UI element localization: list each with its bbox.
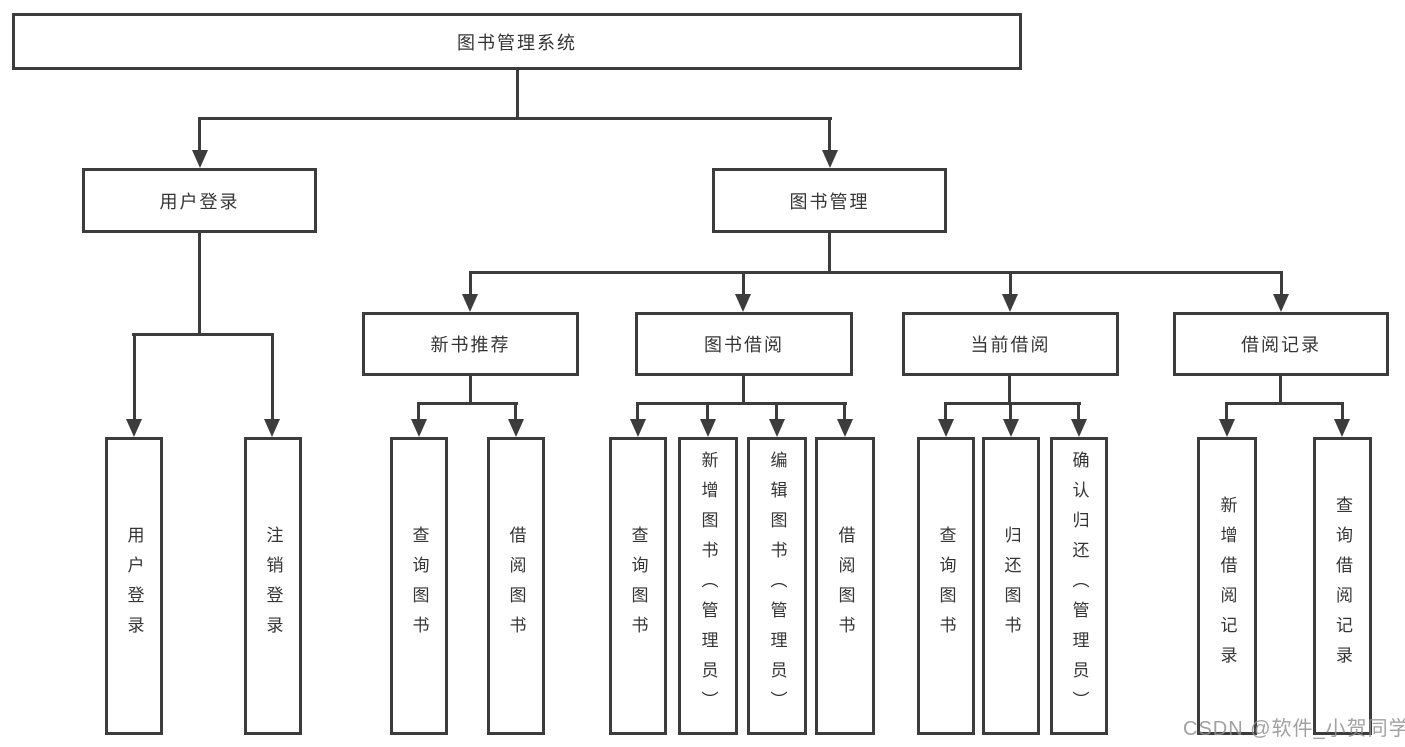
node-library-management-system: 图书管理系统 — [12, 13, 1022, 70]
connector-line-vertical — [828, 120, 831, 150]
leaf-bb-add-book-admin: 新增图书（管理员） — [678, 437, 738, 735]
connector-line-vertical — [636, 405, 639, 419]
leaf-cb-return-book: 归还图书 — [982, 437, 1040, 735]
connector-line-vertical — [198, 233, 201, 333]
arrow-down-icon — [837, 419, 853, 437]
connector-line-vertical — [828, 233, 831, 271]
arrow-down-icon — [1219, 419, 1235, 437]
connector-line-vertical — [1279, 376, 1282, 402]
leaf-br-add-record: 新增借阅记录 — [1197, 437, 1257, 735]
leaf-logout: 注销登录 — [244, 437, 302, 735]
leaf-nb-query-book: 查询图书 — [390, 437, 448, 735]
connector-line-horizontal — [636, 402, 847, 405]
node-current-borrowing: 当前借阅 — [902, 312, 1119, 376]
arrow-down-icon — [192, 150, 208, 168]
node-book-borrowing: 图书借阅 — [635, 312, 853, 376]
connector-line-horizontal — [1225, 402, 1344, 405]
leaf-nb-borrow-book: 借阅图书 — [487, 437, 545, 735]
arrow-down-icon — [1071, 419, 1087, 437]
leaf-user-login: 用户登录 — [105, 437, 163, 735]
connector-line-horizontal — [944, 402, 1081, 405]
arrow-down-icon — [1003, 419, 1019, 437]
arrow-down-icon — [126, 419, 142, 437]
connector-line-vertical — [742, 274, 745, 294]
connector-line-vertical — [514, 405, 517, 419]
connector-line-vertical — [843, 405, 846, 419]
arrow-down-icon — [1002, 294, 1018, 312]
arrow-down-icon — [264, 419, 280, 437]
leaf-cb-confirm-return-admin: 确认归还（管理员） — [1050, 437, 1108, 735]
connector-line-vertical — [1077, 405, 1080, 419]
node-new-book-recommend: 新书推荐 — [362, 312, 579, 376]
connector-line-vertical — [271, 336, 274, 419]
arrow-down-icon — [508, 419, 524, 437]
node-book-management: 图书管理 — [712, 168, 947, 233]
arrow-down-icon — [1273, 294, 1289, 312]
connector-line-vertical — [775, 405, 778, 419]
node-user-login: 用户登录 — [82, 168, 317, 233]
connector-line-horizontal — [469, 271, 1283, 274]
connector-line-horizontal — [198, 117, 832, 120]
connector-line-vertical — [469, 376, 472, 402]
node-borrow-records: 借阅记录 — [1173, 312, 1389, 376]
connector-line-vertical — [1280, 274, 1283, 294]
connector-line-vertical — [1009, 405, 1012, 419]
connector-line-vertical — [516, 70, 519, 117]
connector-line-vertical — [469, 274, 472, 294]
leaf-bb-query-book: 查询图书 — [609, 437, 667, 735]
connector-line-vertical — [133, 336, 136, 419]
arrow-down-icon — [822, 150, 838, 168]
connector-line-vertical — [706, 405, 709, 419]
connector-line-vertical — [1009, 274, 1012, 294]
connector-line-vertical — [1008, 376, 1011, 402]
arrow-down-icon — [462, 294, 478, 312]
connector-line-horizontal — [417, 402, 518, 405]
arrow-down-icon — [735, 294, 751, 312]
watermark: CSDN @软件_小贺同学 — [1183, 718, 1405, 740]
arrow-down-icon — [411, 419, 427, 437]
connector-line-vertical — [1225, 405, 1228, 419]
leaf-bb-edit-book-admin: 编辑图书（管理员） — [747, 437, 807, 735]
connector-line-vertical — [198, 120, 201, 150]
connector-line-horizontal — [132, 333, 274, 336]
leaf-bb-borrow-book: 借阅图书 — [815, 437, 875, 735]
leaf-br-query-record: 查询借阅记录 — [1313, 437, 1372, 735]
arrow-down-icon — [1334, 419, 1350, 437]
arrow-down-icon — [630, 419, 646, 437]
connector-line-vertical — [417, 405, 420, 419]
arrow-down-icon — [700, 419, 716, 437]
connector-line-vertical — [1341, 405, 1344, 419]
leaf-cb-query-book: 查询图书 — [917, 437, 975, 735]
arrow-down-icon — [769, 419, 785, 437]
connector-line-vertical — [742, 376, 745, 402]
connector-line-vertical — [944, 405, 947, 419]
arrow-down-icon — [938, 419, 954, 437]
